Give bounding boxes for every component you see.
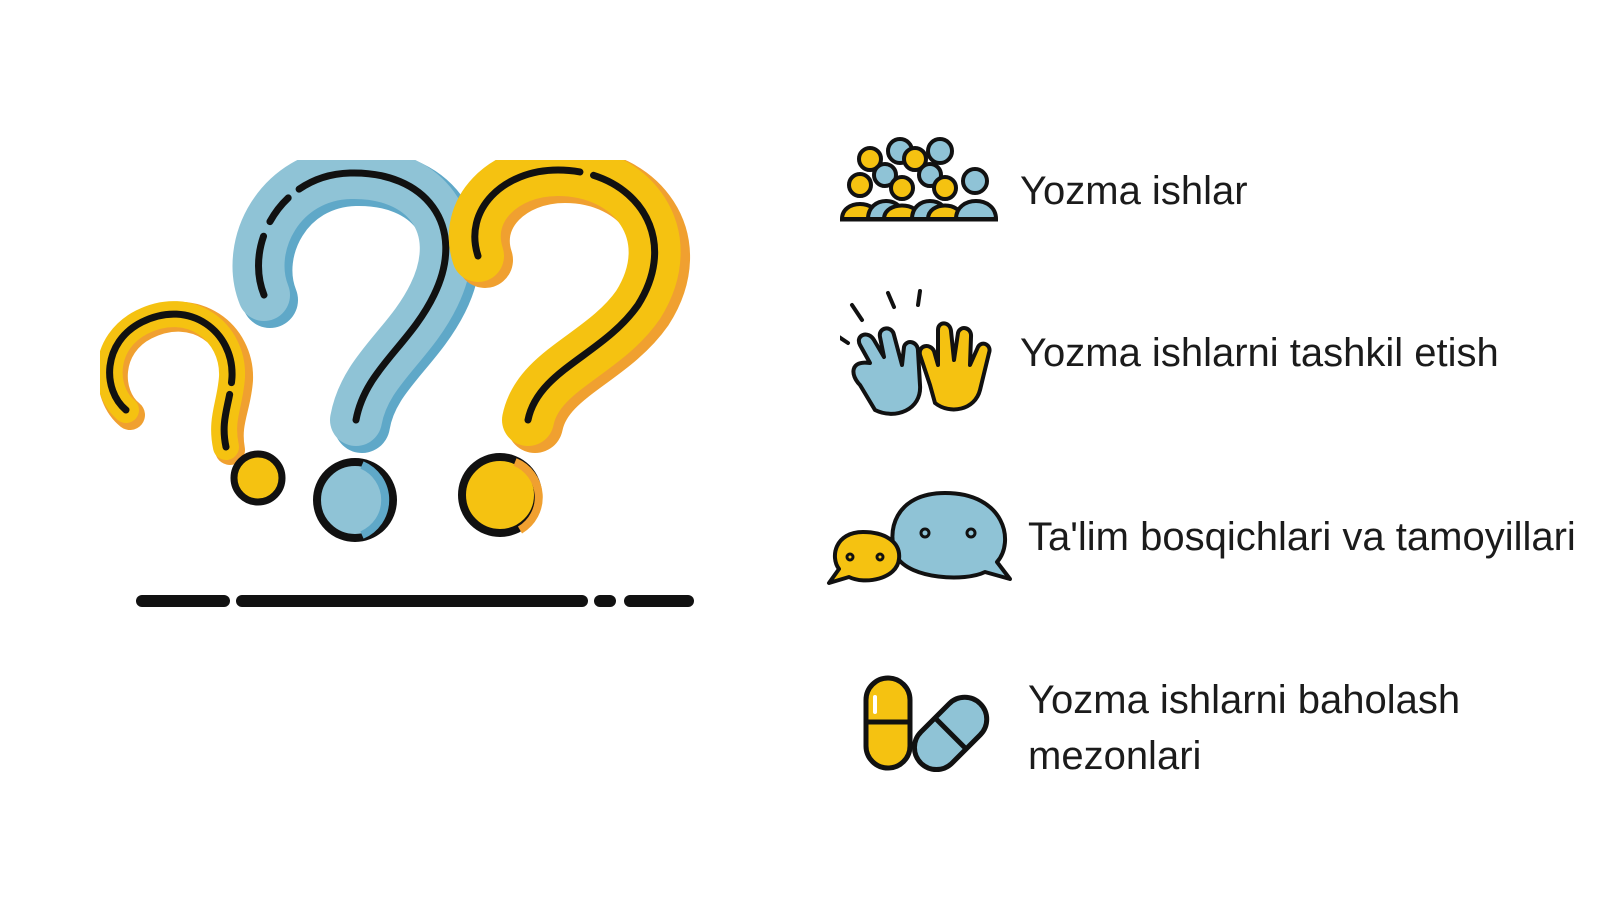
crowd-icon — [840, 137, 999, 222]
list-item: Yozma ishlarni tashkil etish — [840, 285, 1560, 435]
list-item: Yozma ishlarni baholash mezonlari — [840, 650, 1560, 790]
big-blue-question-mark-icon — [232, 160, 480, 542]
question-marks-illustration — [100, 160, 694, 607]
list-item-label: Ta'lim bosqichlari va tamoyillari — [1028, 515, 1576, 559]
list-item-label: Yozma ishlar — [1020, 169, 1248, 213]
big-yellow-question-mark-icon — [448, 160, 691, 537]
list-item: Ta'lim bosqichlari va tamoyillari — [827, 487, 1576, 617]
clapping-hands-icon — [840, 289, 992, 416]
list-item: Yozma ishlar — [840, 125, 1560, 235]
speech-bubbles-icon — [827, 491, 1012, 585]
list-item-label: Yozma ishlarni baholash mezonlari — [1028, 678, 1461, 778]
pills-icon — [863, 675, 990, 773]
topic-list: Yozma ishlar Yozma ishlarni tashkil etis… — [827, 125, 1576, 805]
list-item-label: Yozma ishlarni tashkil etish — [1020, 331, 1499, 375]
small-question-mark-icon — [100, 301, 286, 506]
